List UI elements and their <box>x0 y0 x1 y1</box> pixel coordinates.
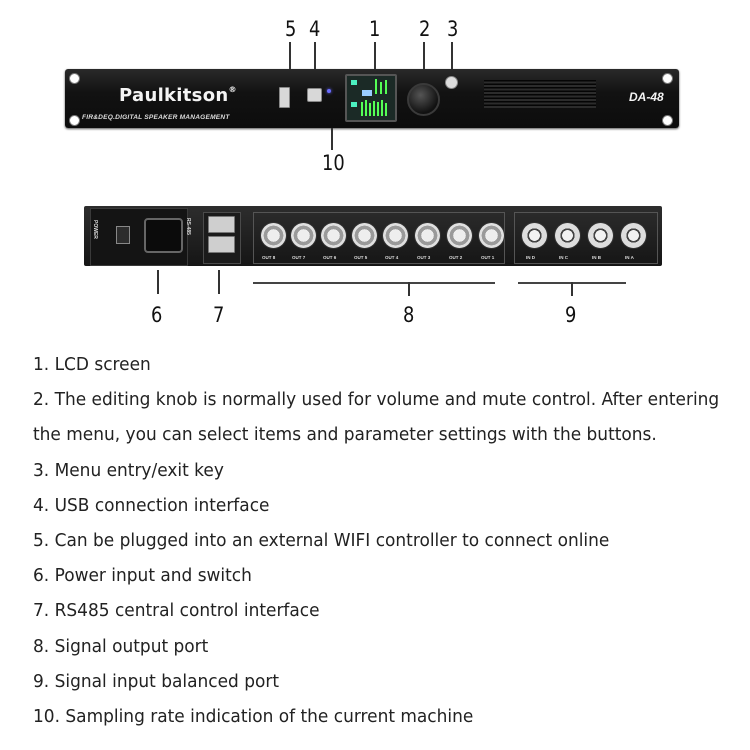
callout-1: 1 <box>369 17 381 41</box>
legend-item: 10. Sampling rate indication of the curr… <box>33 707 474 728</box>
xlr-output-port[interactable] <box>382 222 409 249</box>
rack-ear-hole <box>662 115 673 126</box>
leader-line <box>157 270 159 294</box>
xlr-output-port[interactable] <box>260 222 287 249</box>
legend-item: 6. Power input and switch <box>33 566 252 587</box>
input-label: IN B <box>592 255 601 260</box>
output-label: OUT 1 <box>481 255 495 260</box>
input-section <box>514 212 658 264</box>
callout-2: 2 <box>419 17 431 41</box>
leader-line <box>331 128 333 150</box>
leader-line <box>314 42 316 82</box>
output-label: OUT 8 <box>262 255 276 260</box>
legend-list: 1. LCD screen 2. The editing knob is nor… <box>33 348 743 735</box>
wifi-usb-port[interactable] <box>279 87 290 108</box>
legend-item: 2. The editing knob is normally used for… <box>33 390 720 411</box>
input-label: IN C <box>559 255 568 260</box>
output-label: OUT 3 <box>417 255 431 260</box>
input-label: IN A <box>625 255 634 260</box>
xlr-output-port[interactable] <box>446 222 473 249</box>
output-label: OUT 7 <box>292 255 306 260</box>
callout-9: 9 <box>565 303 577 327</box>
power-inlet[interactable] <box>144 218 183 253</box>
legend-item: 4. USB connection interface <box>33 495 270 516</box>
leader-line <box>218 270 220 294</box>
bracket-line <box>253 282 495 284</box>
rack-ear-hole <box>69 115 80 126</box>
lcd-meter-icon <box>351 79 387 116</box>
legend-item: 1. LCD screen <box>33 355 151 375</box>
leader-line <box>374 42 376 72</box>
usb-port[interactable] <box>307 88 322 102</box>
vent-grille <box>484 80 596 108</box>
callout-8: 8 <box>403 303 415 327</box>
xlr-input-port[interactable] <box>620 222 647 249</box>
output-label: OUT 4 <box>385 255 399 260</box>
legend-item: 7. RS485 central control interface <box>33 601 320 622</box>
output-label: OUT 5 <box>354 255 368 260</box>
edit-knob[interactable] <box>407 83 440 116</box>
leader-line <box>408 282 410 296</box>
xlr-output-port[interactable] <box>320 222 347 249</box>
rack-ear-hole <box>69 73 80 84</box>
rs485-label: RS-485 <box>185 218 191 235</box>
callout-10: 10 <box>322 151 345 175</box>
xlr-input-port[interactable] <box>587 222 614 249</box>
leader-line <box>451 42 453 70</box>
output-label: OUT 6 <box>323 255 337 260</box>
callout-4: 4 <box>309 17 321 41</box>
input-label: IN D <box>526 255 535 260</box>
xlr-input-port[interactable] <box>521 222 548 249</box>
callout-6: 6 <box>151 303 163 327</box>
power-label: POWER <box>92 220 98 239</box>
legend-item: 3. Menu entry/exit key <box>33 460 224 481</box>
menu-button[interactable] <box>445 76 458 89</box>
model-label: DA-48 <box>629 90 664 104</box>
xlr-output-port[interactable] <box>478 222 505 249</box>
callout-3: 3 <box>447 17 459 41</box>
output-label: OUT 2 <box>449 255 463 260</box>
legend-item: 8. Signal output port <box>33 636 209 657</box>
leader-line <box>289 42 291 82</box>
xlr-output-port[interactable] <box>290 222 317 249</box>
rj45-port[interactable] <box>208 216 235 233</box>
xlr-input-port[interactable] <box>554 222 581 249</box>
rack-ear-hole <box>662 73 673 84</box>
product-subtitle: FIR&DEQ.DIGITAL SPEAKER MANAGEMENT <box>82 114 230 121</box>
rj45-port[interactable] <box>208 236 235 253</box>
brand-logo: Paulkitson® <box>119 85 237 106</box>
status-led <box>327 89 331 93</box>
legend-item: 5. Can be plugged into an external WIFI … <box>33 531 610 552</box>
power-switch[interactable] <box>116 226 130 244</box>
xlr-output-port[interactable] <box>351 222 378 249</box>
callout-7: 7 <box>213 303 225 327</box>
legend-item: the menu, you can select items and param… <box>33 425 657 446</box>
xlr-output-port[interactable] <box>414 222 441 249</box>
legend-item: 9. Signal input balanced port <box>33 671 280 692</box>
leader-line <box>423 42 425 72</box>
callout-5: 5 <box>285 17 297 41</box>
leader-line <box>571 282 573 296</box>
lcd-screen <box>345 74 397 122</box>
